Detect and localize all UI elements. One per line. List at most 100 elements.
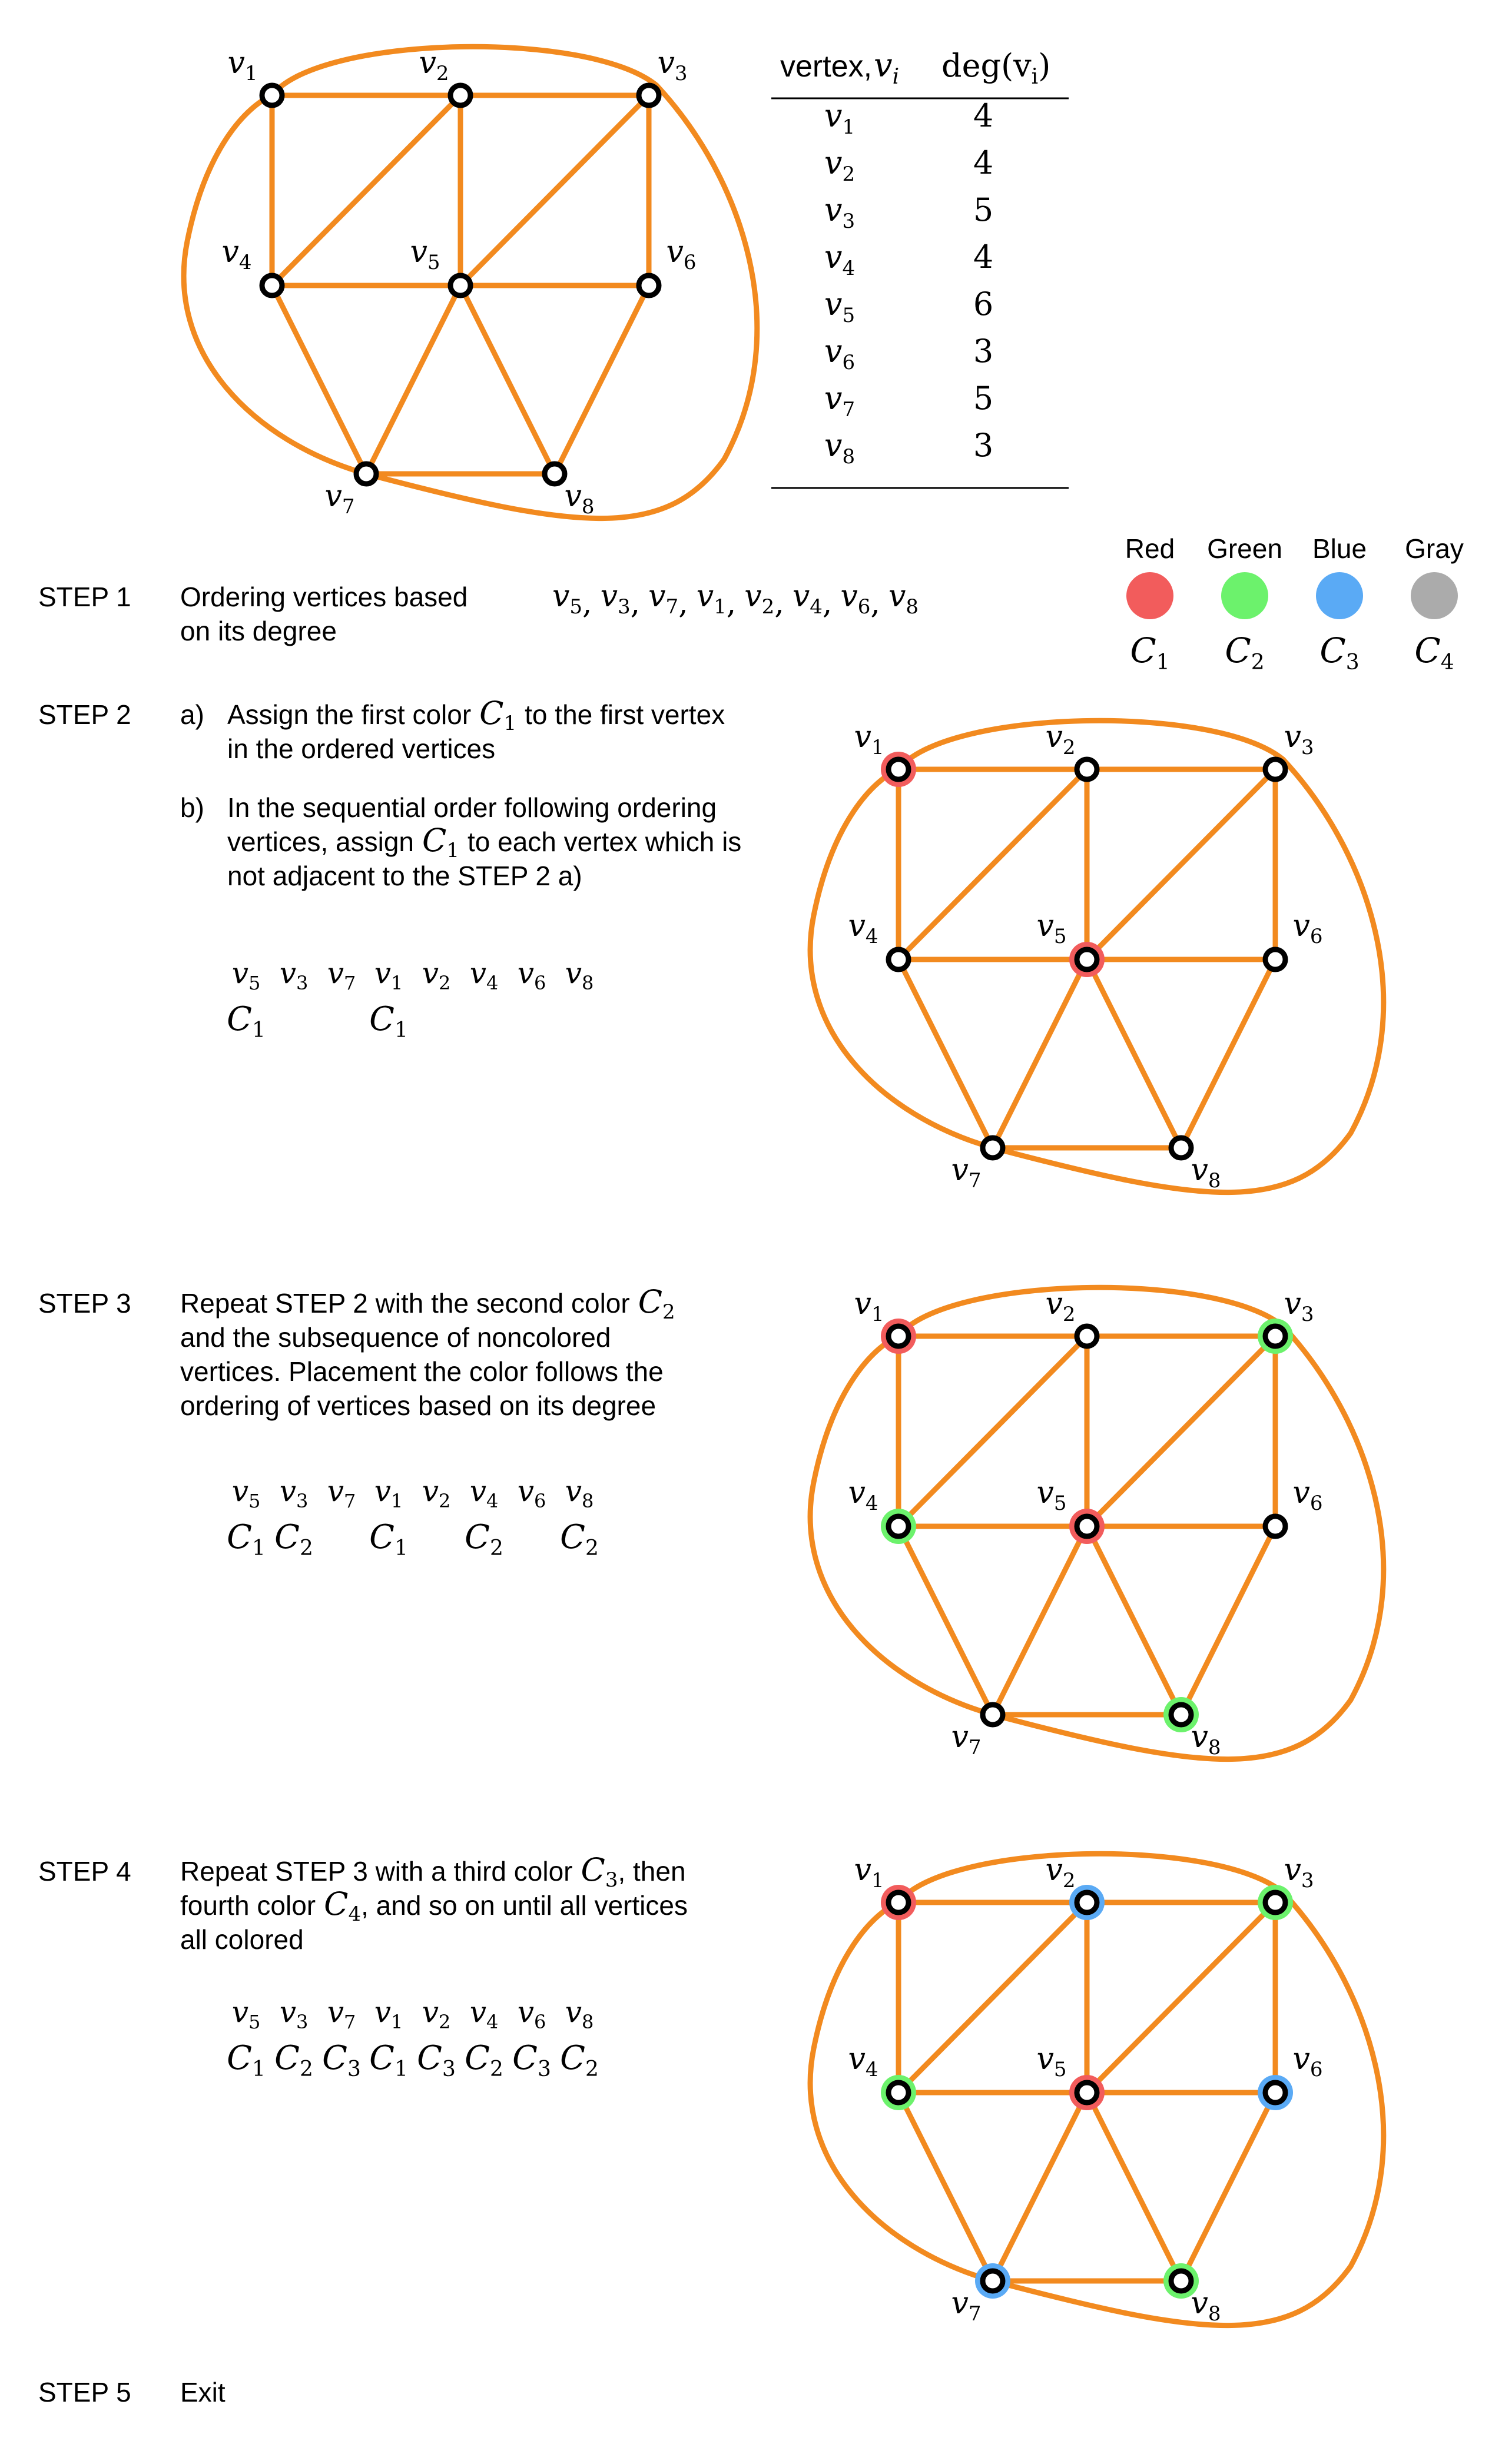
vertex-node-v5 xyxy=(447,273,473,298)
table-degree-cell: 5 xyxy=(973,380,993,417)
step-3-label: STEP 3 xyxy=(38,1288,131,1319)
edge-v6-v8 xyxy=(552,283,652,477)
vertex-node-v3 xyxy=(636,82,662,108)
legend-color-name: Red xyxy=(1125,533,1175,564)
step-4-line3: all colored xyxy=(180,1924,304,1955)
assigned-color: C3 xyxy=(512,2039,551,2081)
legend-color-name: Blue xyxy=(1312,533,1367,564)
assigned-color: C1 xyxy=(369,1518,408,1560)
step-1: STEP 1 Ordering vertices based on its de… xyxy=(38,579,919,646)
legend-color-code: C3 xyxy=(1319,630,1359,675)
ordered-vertex: v6 xyxy=(518,1474,546,1512)
vertex-node-v4 xyxy=(886,947,911,972)
vertex-node-v3 xyxy=(1262,1889,1288,1915)
legend-color-code: C2 xyxy=(1225,630,1264,675)
assigned-color: C3 xyxy=(417,2039,456,2081)
table-vertex-cell: v7 xyxy=(824,380,855,421)
vertex-label: v2 xyxy=(419,45,449,85)
outer-curve-edge xyxy=(181,44,760,522)
vertex-label: v3 xyxy=(657,45,687,85)
vertex-node-v3 xyxy=(1262,756,1288,782)
ordered-vertex: v4 xyxy=(470,956,499,994)
vertex-label: v5 xyxy=(1036,1475,1066,1515)
vertex-node-v1 xyxy=(259,82,285,108)
edge-v2-v4 xyxy=(269,92,463,288)
vertex-label: v6 xyxy=(1292,1475,1322,1515)
edge-v4-v7 xyxy=(896,1523,996,1718)
ordered-vertex: v3 xyxy=(280,1995,309,2033)
ordered-vertex: v7 xyxy=(327,1995,356,2033)
vertex-label: v6 xyxy=(666,234,696,274)
table-degree-cell: 4 xyxy=(973,97,993,134)
vertex-label: v2 xyxy=(1045,719,1075,759)
step-1-text-line1: Ordering vertices based xyxy=(180,582,468,612)
vertex-label: v6 xyxy=(1292,908,1322,948)
edge-v4-v7 xyxy=(269,283,369,477)
vertex-label: v7 xyxy=(951,1719,981,1759)
ordered-vertex: v8 xyxy=(565,1474,594,1512)
vertex-label: v7 xyxy=(951,2286,981,2326)
vertex-label: v4 xyxy=(848,1475,878,1515)
vertex-label: v2 xyxy=(1045,1852,1075,1892)
step-2a-line2: in the ordered vertices xyxy=(227,733,495,764)
edge-v6-v8 xyxy=(1178,1523,1278,1718)
ordered-vertex: v7 xyxy=(327,956,356,994)
ordered-vertex: v1 xyxy=(374,1995,403,2033)
vertex-node-v2 xyxy=(1074,1889,1100,1915)
edge-v5-v8 xyxy=(1084,1523,1184,1718)
ordered-vertex: v7 xyxy=(327,1474,356,1512)
vertex-node-v8 xyxy=(1168,1702,1194,1728)
step-1-text-line2: on its degree xyxy=(180,616,337,646)
edge-v2-v4 xyxy=(896,1333,1090,1529)
step-3: STEP 3 Repeat STEP 2 with the second col… xyxy=(38,1283,675,1560)
ordered-vertex: v3 xyxy=(280,1474,309,1512)
table-header-vi: vi xyxy=(874,47,899,89)
vertex-label: v3 xyxy=(1284,1852,1314,1892)
ordered-vertex-sequence: v5,v3,v7,v1,v2,v4,v6,v8 xyxy=(552,579,919,621)
ordered-vertex: v8 xyxy=(565,1995,594,2033)
table-degree-cell: 3 xyxy=(973,333,993,370)
assigned-color: C2 xyxy=(465,2039,503,2081)
edge-v5-v7 xyxy=(990,2090,1090,2284)
ordered-vertex: v5 xyxy=(232,1995,261,2033)
table-vertex-cell: v4 xyxy=(824,238,855,280)
ordered-vertex: v2 xyxy=(422,1474,451,1512)
edge-v4-v7 xyxy=(896,2090,996,2284)
vertex-label: v5 xyxy=(1036,2041,1066,2081)
edge-v2-v4 xyxy=(896,766,1090,962)
vertex-label: v4 xyxy=(848,908,878,948)
edge-v3-v5 xyxy=(1084,1900,1278,2096)
vertex-label: v5 xyxy=(1036,908,1066,948)
step-1-label: STEP 1 xyxy=(38,582,131,612)
assigned-color: C1 xyxy=(369,2039,408,2081)
table-header-vertex: vertex, xyxy=(780,49,872,84)
edge-v4-v7 xyxy=(896,957,996,1151)
table-vertex-cell: v2 xyxy=(824,144,855,186)
edge-v5-v8 xyxy=(1084,957,1184,1151)
vertex-label: v4 xyxy=(221,234,251,274)
vertex-label: v8 xyxy=(564,479,594,519)
ordered-vertex: v6 xyxy=(518,956,546,994)
vertex-label: v3 xyxy=(1284,719,1314,759)
step-5: STEP 5 Exit xyxy=(38,2377,226,2407)
table-degree-cell: 5 xyxy=(973,191,993,228)
vertex-node-v2 xyxy=(1074,756,1100,782)
ordered-vertex: v6 xyxy=(518,1995,546,2033)
assigned-color: C1 xyxy=(369,1000,408,1042)
outer-curve-edge xyxy=(807,1851,1387,2329)
edge-v3-v5 xyxy=(457,92,652,288)
step-3-line4: ordering of vertices based on its degree xyxy=(180,1390,656,1421)
step-4-label: STEP 4 xyxy=(38,1856,131,1887)
vertex-label: v1 xyxy=(854,719,884,759)
assigned-color: C3 xyxy=(322,2039,361,2081)
vertex-node-v7 xyxy=(980,1702,1006,1728)
